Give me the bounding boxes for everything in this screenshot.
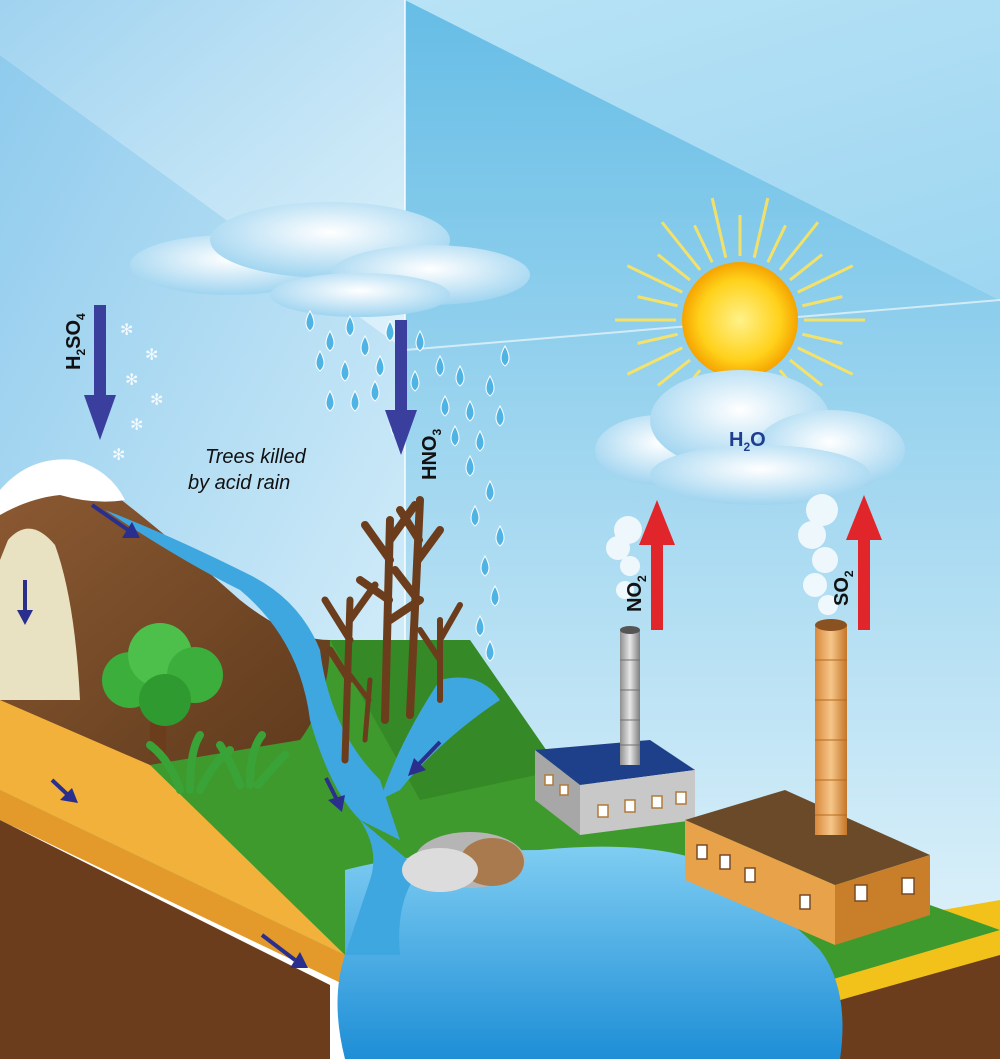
svg-text:NO2: NO2 [624,575,649,612]
svg-text:SO2: SO2 [831,570,856,606]
soil-layer-front [0,820,330,1059]
dead-tree-icon [321,496,463,764]
raindrop-icon [325,389,335,412]
plant-icon [146,731,289,794]
sun-ray [778,221,820,271]
raindrop-icon [475,614,485,637]
sand-layer-top [0,700,345,955]
sun-ray [752,197,770,258]
raindrop-icon [455,364,465,387]
raindrop-icon [485,479,495,502]
sun-ray [626,346,683,376]
raindrop-icon [495,404,505,427]
lake [337,846,843,1059]
raindrop-icon [465,399,475,422]
raindrop-icon [350,389,360,412]
river-icon [105,510,843,1059]
raindrop-icon [340,359,350,382]
raindrop-icon [440,394,450,417]
svg-text:✻: ✻ [150,390,163,409]
smoke-icon [606,494,838,615]
sun-ray [797,346,854,376]
raindrop-icon [315,349,325,372]
raindrop-icon [490,584,500,607]
flow-arrow-icon [17,503,442,968]
raindrop-icon [465,454,475,477]
raindrop-icon [485,639,495,662]
raindrop-icon [385,319,395,342]
caption-line-1: Trees killed [205,446,307,468]
snow-cap [0,459,125,515]
raindrop-icon [435,354,445,377]
mountain-icon [0,459,330,765]
raindrop-icon [360,334,370,357]
sun-ray [656,358,691,387]
raindrop-icon [410,369,420,392]
sun-ray [766,224,787,263]
deposition-arrow-hno3 [385,320,417,455]
sun-ray [710,197,728,258]
raindrop-icon [325,329,335,352]
raindrop-icon [485,374,495,397]
raindrop-icon [450,424,460,447]
deposition-arrow-h2so4 [84,305,116,440]
sun-ray [656,253,691,282]
snowflake-icon: ✻ ✻ ✻ ✻ ✻ ✻ [112,320,163,464]
emission-arrow-so2 [846,495,882,630]
raindrop-icon [500,344,510,367]
sun-ray [797,264,854,294]
sun-ray [789,358,824,387]
svg-text:H2SO4: H2SO4 [63,313,88,370]
tree-icon [102,623,223,755]
sun-ray [637,332,678,345]
raindrop-icon [475,429,485,452]
emission-arrow-no2 [639,500,675,630]
soil-layer-right [840,950,1000,1059]
chimney-icon-orange [815,619,847,835]
chimney-icon-grey [620,626,640,765]
raindrop-icon [495,524,505,547]
factory-icon-large [685,790,930,945]
label-h2so4: H2SO4 [63,313,88,370]
stream-from-trees [380,677,500,800]
svg-text:✻: ✻ [112,445,125,464]
sand-layer-front [0,790,345,985]
cloud-icon [130,202,530,317]
factory-icon [535,740,695,835]
mountain-cave [0,528,80,700]
sun-ray [660,221,702,271]
sun-ray [637,295,678,308]
svg-text:✻: ✻ [145,345,158,364]
raindrop-icon [480,554,490,577]
raindrop-icon [415,329,425,352]
raindrop-icon [470,504,480,527]
raindrop-icon [305,309,315,332]
raindrop-icon [370,379,380,402]
sun-ray [693,224,714,263]
sky-top-face [0,0,1000,300]
svg-text:✻: ✻ [130,415,143,434]
label-h2o: H2O [729,429,766,454]
caption-line-2: by acid rain [188,472,290,494]
svg-text:✻: ✻ [125,370,138,389]
river-channel [345,820,420,955]
sun-ray [802,332,843,345]
stream-from-mountain [105,510,400,840]
sun-ray [789,253,824,282]
sun-ray [802,295,843,308]
raindrop-icon [375,354,385,377]
svg-text:✻: ✻ [120,320,133,339]
rock-icon [402,832,525,892]
raindrop-icon [345,314,355,337]
label-no2: NO2 [624,575,649,612]
sun-ray [626,264,683,294]
label-so2: SO2 [831,570,856,606]
h2o-cloud-icon [595,370,905,505]
svg-text:HNO3: HNO3 [419,429,444,480]
label-hno3: HNO3 [419,429,444,480]
